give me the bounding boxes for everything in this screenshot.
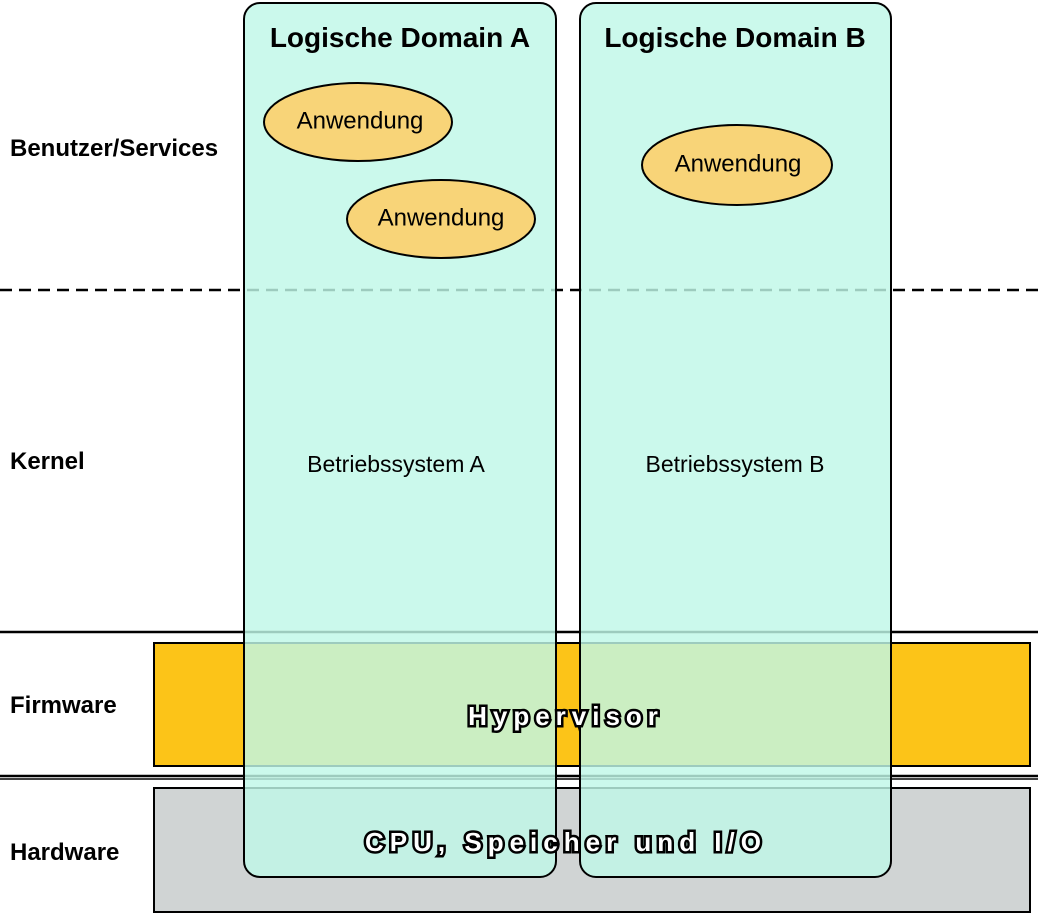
layer-label-kernel: Kernel [10,448,85,475]
application-ellipse [263,82,453,162]
domain-b-title: Logische Domain B [604,22,865,53]
os-b-label: Betriebssystem B [646,451,825,477]
application-label: Anwendung [378,204,505,231]
hardware-label: CPU, Speicher und I/O [365,827,767,857]
layer-label-hardware: Hardware [10,839,119,866]
application-ellipse [346,179,536,259]
hypervisor-label: Hypervisor [468,701,664,731]
domain-b-box [579,2,892,878]
application-label: Anwendung [297,107,424,134]
os-a-label: Betriebssystem A [307,451,485,477]
domain-a-title: Logische Domain A [270,22,530,53]
application-ellipse [641,124,833,206]
layer-label-user-services: Benutzer/Services [10,135,218,162]
layer-label-firmware: Firmware [10,692,117,719]
application-label: Anwendung [675,150,802,177]
